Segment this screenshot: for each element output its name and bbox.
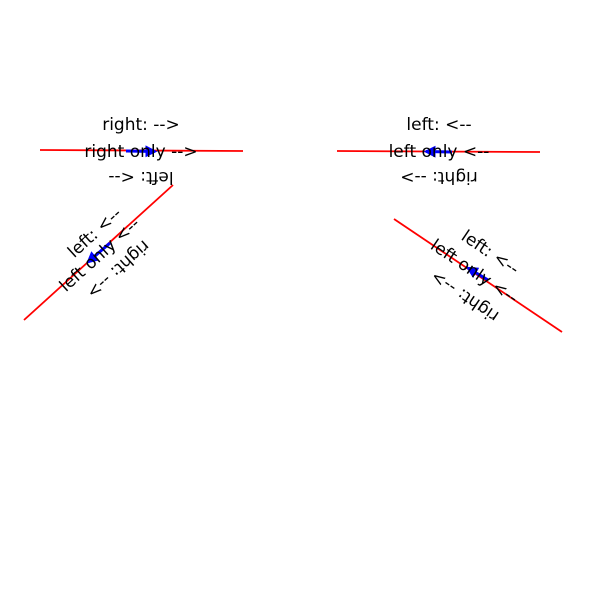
panel-top-left: right: --> right only --> left: <--: [39, 115, 244, 187]
label-below: right: -->: [400, 167, 478, 187]
panel-bottom-left: left: <-- left only <-- right: -->: [23, 184, 174, 321]
blue-arrow-left: [465, 266, 489, 282]
label-below: left: <--: [108, 167, 173, 187]
label-above: left: <--: [406, 115, 471, 135]
label-on: left only <--: [389, 142, 490, 162]
label-on: right only -->: [84, 142, 197, 162]
blue-arrow-left: [423, 145, 453, 158]
panel-bottom-right: left: <-- left only <-- right: -->: [393, 218, 563, 333]
blue-arrow-left: [86, 241, 111, 264]
blue-arrow-right: [125, 145, 158, 158]
label-above: right: -->: [102, 115, 180, 135]
panel-top-right: left: <-- left only <-- right: -->: [336, 115, 541, 187]
